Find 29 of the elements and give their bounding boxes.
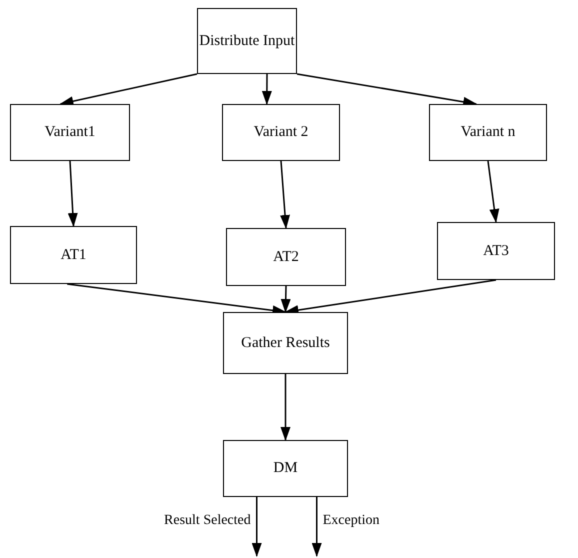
- arrow: [68, 160, 78, 227]
- process-box: [437, 222, 555, 280]
- arrow: [284, 279, 496, 315]
- arrow: [280, 286, 291, 313]
- process-box: [223, 312, 348, 374]
- arrow: [280, 374, 290, 441]
- process-box: [226, 228, 346, 286]
- box-label: Variant1: [44, 123, 96, 142]
- arrow: [252, 497, 262, 557]
- box-label: AT1: [60, 246, 86, 264]
- box-label: Variant n: [460, 123, 516, 142]
- arrow: [280, 160, 290, 229]
- process-box: [197, 8, 297, 74]
- arrow: [312, 497, 322, 557]
- process-box: [223, 440, 348, 497]
- box-label: AT3: [483, 242, 509, 260]
- box-label: Gather Results: [241, 334, 330, 352]
- arrow: [487, 160, 500, 223]
- process-box: [10, 104, 130, 161]
- box-label: AT2: [273, 248, 299, 266]
- arrow: [59, 73, 198, 106]
- process-box: [222, 104, 340, 161]
- box-label: DM: [273, 459, 298, 478]
- box-label: Distribute Input: [199, 32, 295, 50]
- process-box: [10, 226, 137, 284]
- box-label: Variant 2: [254, 123, 308, 142]
- arrow: [296, 73, 478, 107]
- process-box: [429, 104, 547, 161]
- arrow: [262, 74, 272, 105]
